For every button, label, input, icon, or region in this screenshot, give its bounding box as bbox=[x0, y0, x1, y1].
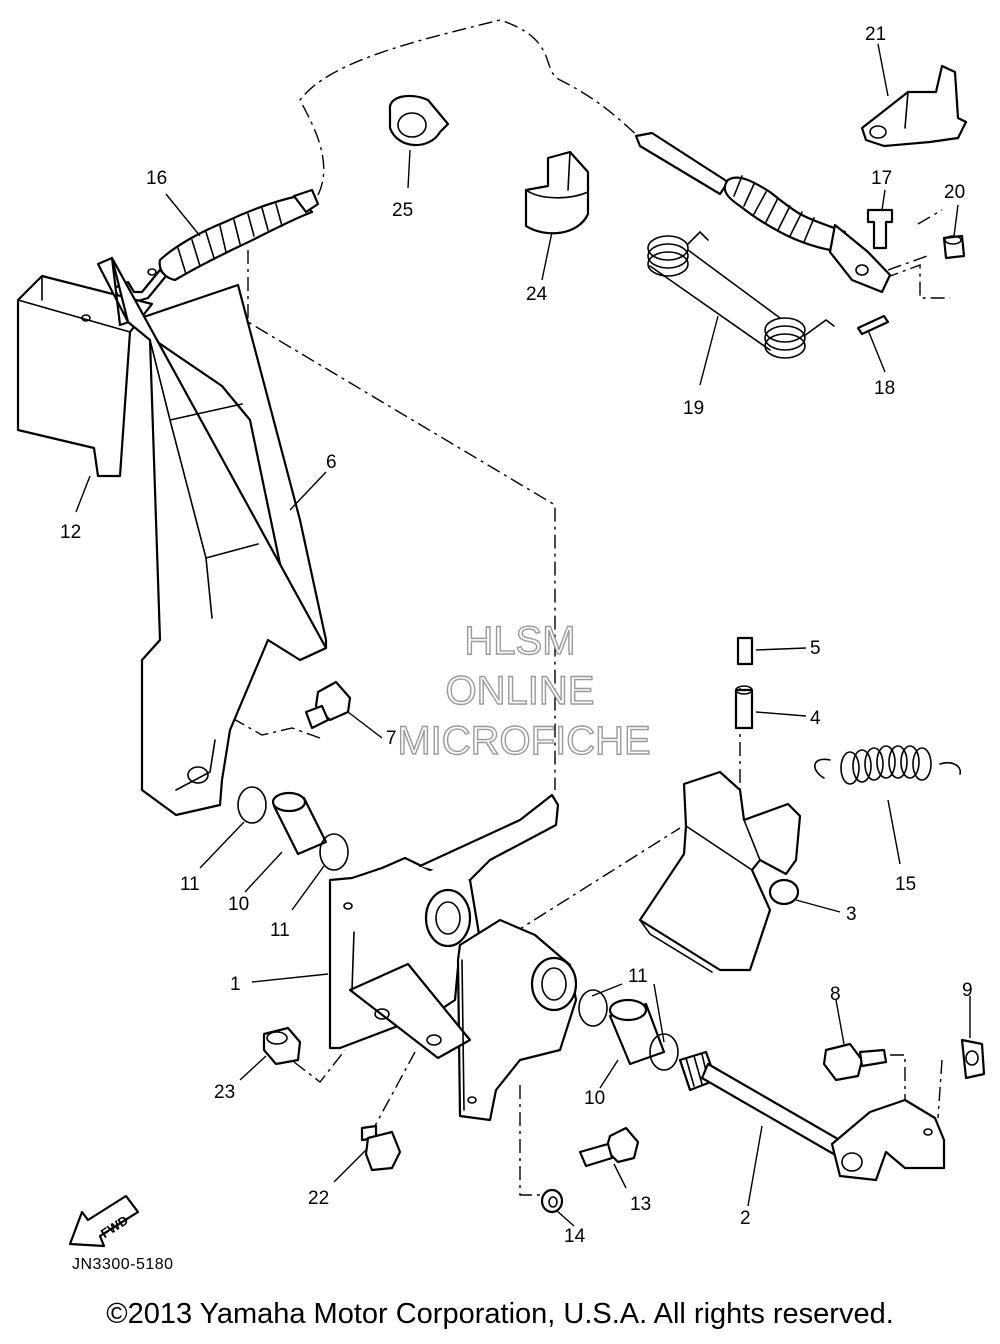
watermark-line2: ONLINE bbox=[446, 669, 595, 713]
part-4-collar bbox=[734, 685, 754, 730]
leader-lines bbox=[75, 43, 971, 1227]
part-13-bolt bbox=[578, 1126, 640, 1168]
watermark: HLSM ONLINE MICROFICHE bbox=[397, 618, 652, 763]
part-11-oring-lower-right bbox=[649, 1033, 679, 1071]
part-22-nut bbox=[360, 1124, 402, 1172]
callout-10b: 10 bbox=[584, 1088, 605, 1109]
callout-7: 7 bbox=[386, 728, 397, 749]
callout-11a: 11 bbox=[180, 874, 200, 895]
part-21-cable-bracket bbox=[860, 64, 968, 148]
callout-22: 22 bbox=[308, 1188, 329, 1209]
part-11-oring-upper-left bbox=[237, 786, 267, 824]
part-9-washer bbox=[960, 1038, 986, 1080]
part-16-throttle-cable bbox=[112, 188, 320, 304]
callout-18: 18 bbox=[874, 378, 895, 399]
callout-24: 24 bbox=[526, 284, 548, 305]
callout-8: 8 bbox=[830, 984, 841, 1005]
callout-6: 6 bbox=[326, 452, 337, 473]
callout-5: 5 bbox=[810, 638, 821, 659]
callout-4: 4 bbox=[810, 708, 821, 729]
part-20-cap bbox=[942, 234, 966, 260]
callout-11c: 11 bbox=[628, 966, 648, 987]
part-19-torsion-spring bbox=[647, 230, 835, 359]
part-7-bolt bbox=[304, 680, 352, 730]
callout-16: 16 bbox=[146, 168, 167, 189]
callout-14: 14 bbox=[564, 1226, 586, 1247]
callout-21: 21 bbox=[865, 24, 886, 45]
callout-1: 1 bbox=[230, 974, 241, 995]
part-23-cap-nut bbox=[262, 1026, 302, 1066]
part-throttle-cable-right bbox=[634, 131, 892, 294]
part-11-oring-lower-left bbox=[578, 989, 608, 1027]
callout-19: 19 bbox=[683, 398, 704, 419]
part-8-bolt bbox=[822, 1042, 888, 1082]
callout-9: 9 bbox=[962, 980, 973, 1001]
callout-11b: 11 bbox=[270, 920, 290, 941]
callout-12: 12 bbox=[60, 522, 81, 543]
part-12-pedal-pad bbox=[16, 274, 154, 478]
part-17-clevis-pin bbox=[866, 208, 894, 250]
part-14-washer bbox=[540, 1188, 564, 1214]
part-18-cotter-pin bbox=[856, 314, 890, 336]
part-2-lever-shaft bbox=[678, 1050, 946, 1182]
callout-13: 13 bbox=[630, 1194, 651, 1215]
watermark-line3: MICROFICHE bbox=[397, 719, 650, 763]
callout-numbers: 21 17 20 18 19 25 24 16 12 6 5 4 7 11 10… bbox=[60, 24, 973, 1247]
part-25-cable-clip bbox=[388, 94, 450, 147]
part-24-cable-holder bbox=[524, 150, 590, 235]
part-1-pedal-bracket bbox=[328, 793, 578, 1122]
callout-3: 3 bbox=[846, 904, 857, 925]
part-15-return-spring bbox=[814, 745, 962, 785]
callout-25: 25 bbox=[392, 200, 413, 221]
diagram-code: JN3300-5180 bbox=[72, 1256, 174, 1273]
part-5-pin bbox=[736, 636, 754, 666]
watermark-line1: HLSM bbox=[464, 619, 575, 663]
fwd-direction-arrow-icon: FWD bbox=[68, 1194, 140, 1248]
callout-20: 20 bbox=[944, 182, 965, 203]
part-10-bushing-lower bbox=[608, 998, 666, 1066]
callout-17: 17 bbox=[871, 168, 892, 189]
part-10-bushing-upper bbox=[271, 791, 328, 856]
part-3-throttle-lever bbox=[638, 770, 802, 973]
part-11-oring-upper-right bbox=[319, 833, 349, 871]
callout-15: 15 bbox=[895, 874, 916, 895]
callout-23: 23 bbox=[214, 1082, 235, 1103]
copyright-notice: ©2013 Yamaha Motor Corporation, U.S.A. A… bbox=[106, 1298, 894, 1330]
part-6-pedal-arm bbox=[96, 256, 328, 817]
callout-2: 2 bbox=[740, 1208, 751, 1229]
callout-10a: 10 bbox=[228, 894, 249, 915]
